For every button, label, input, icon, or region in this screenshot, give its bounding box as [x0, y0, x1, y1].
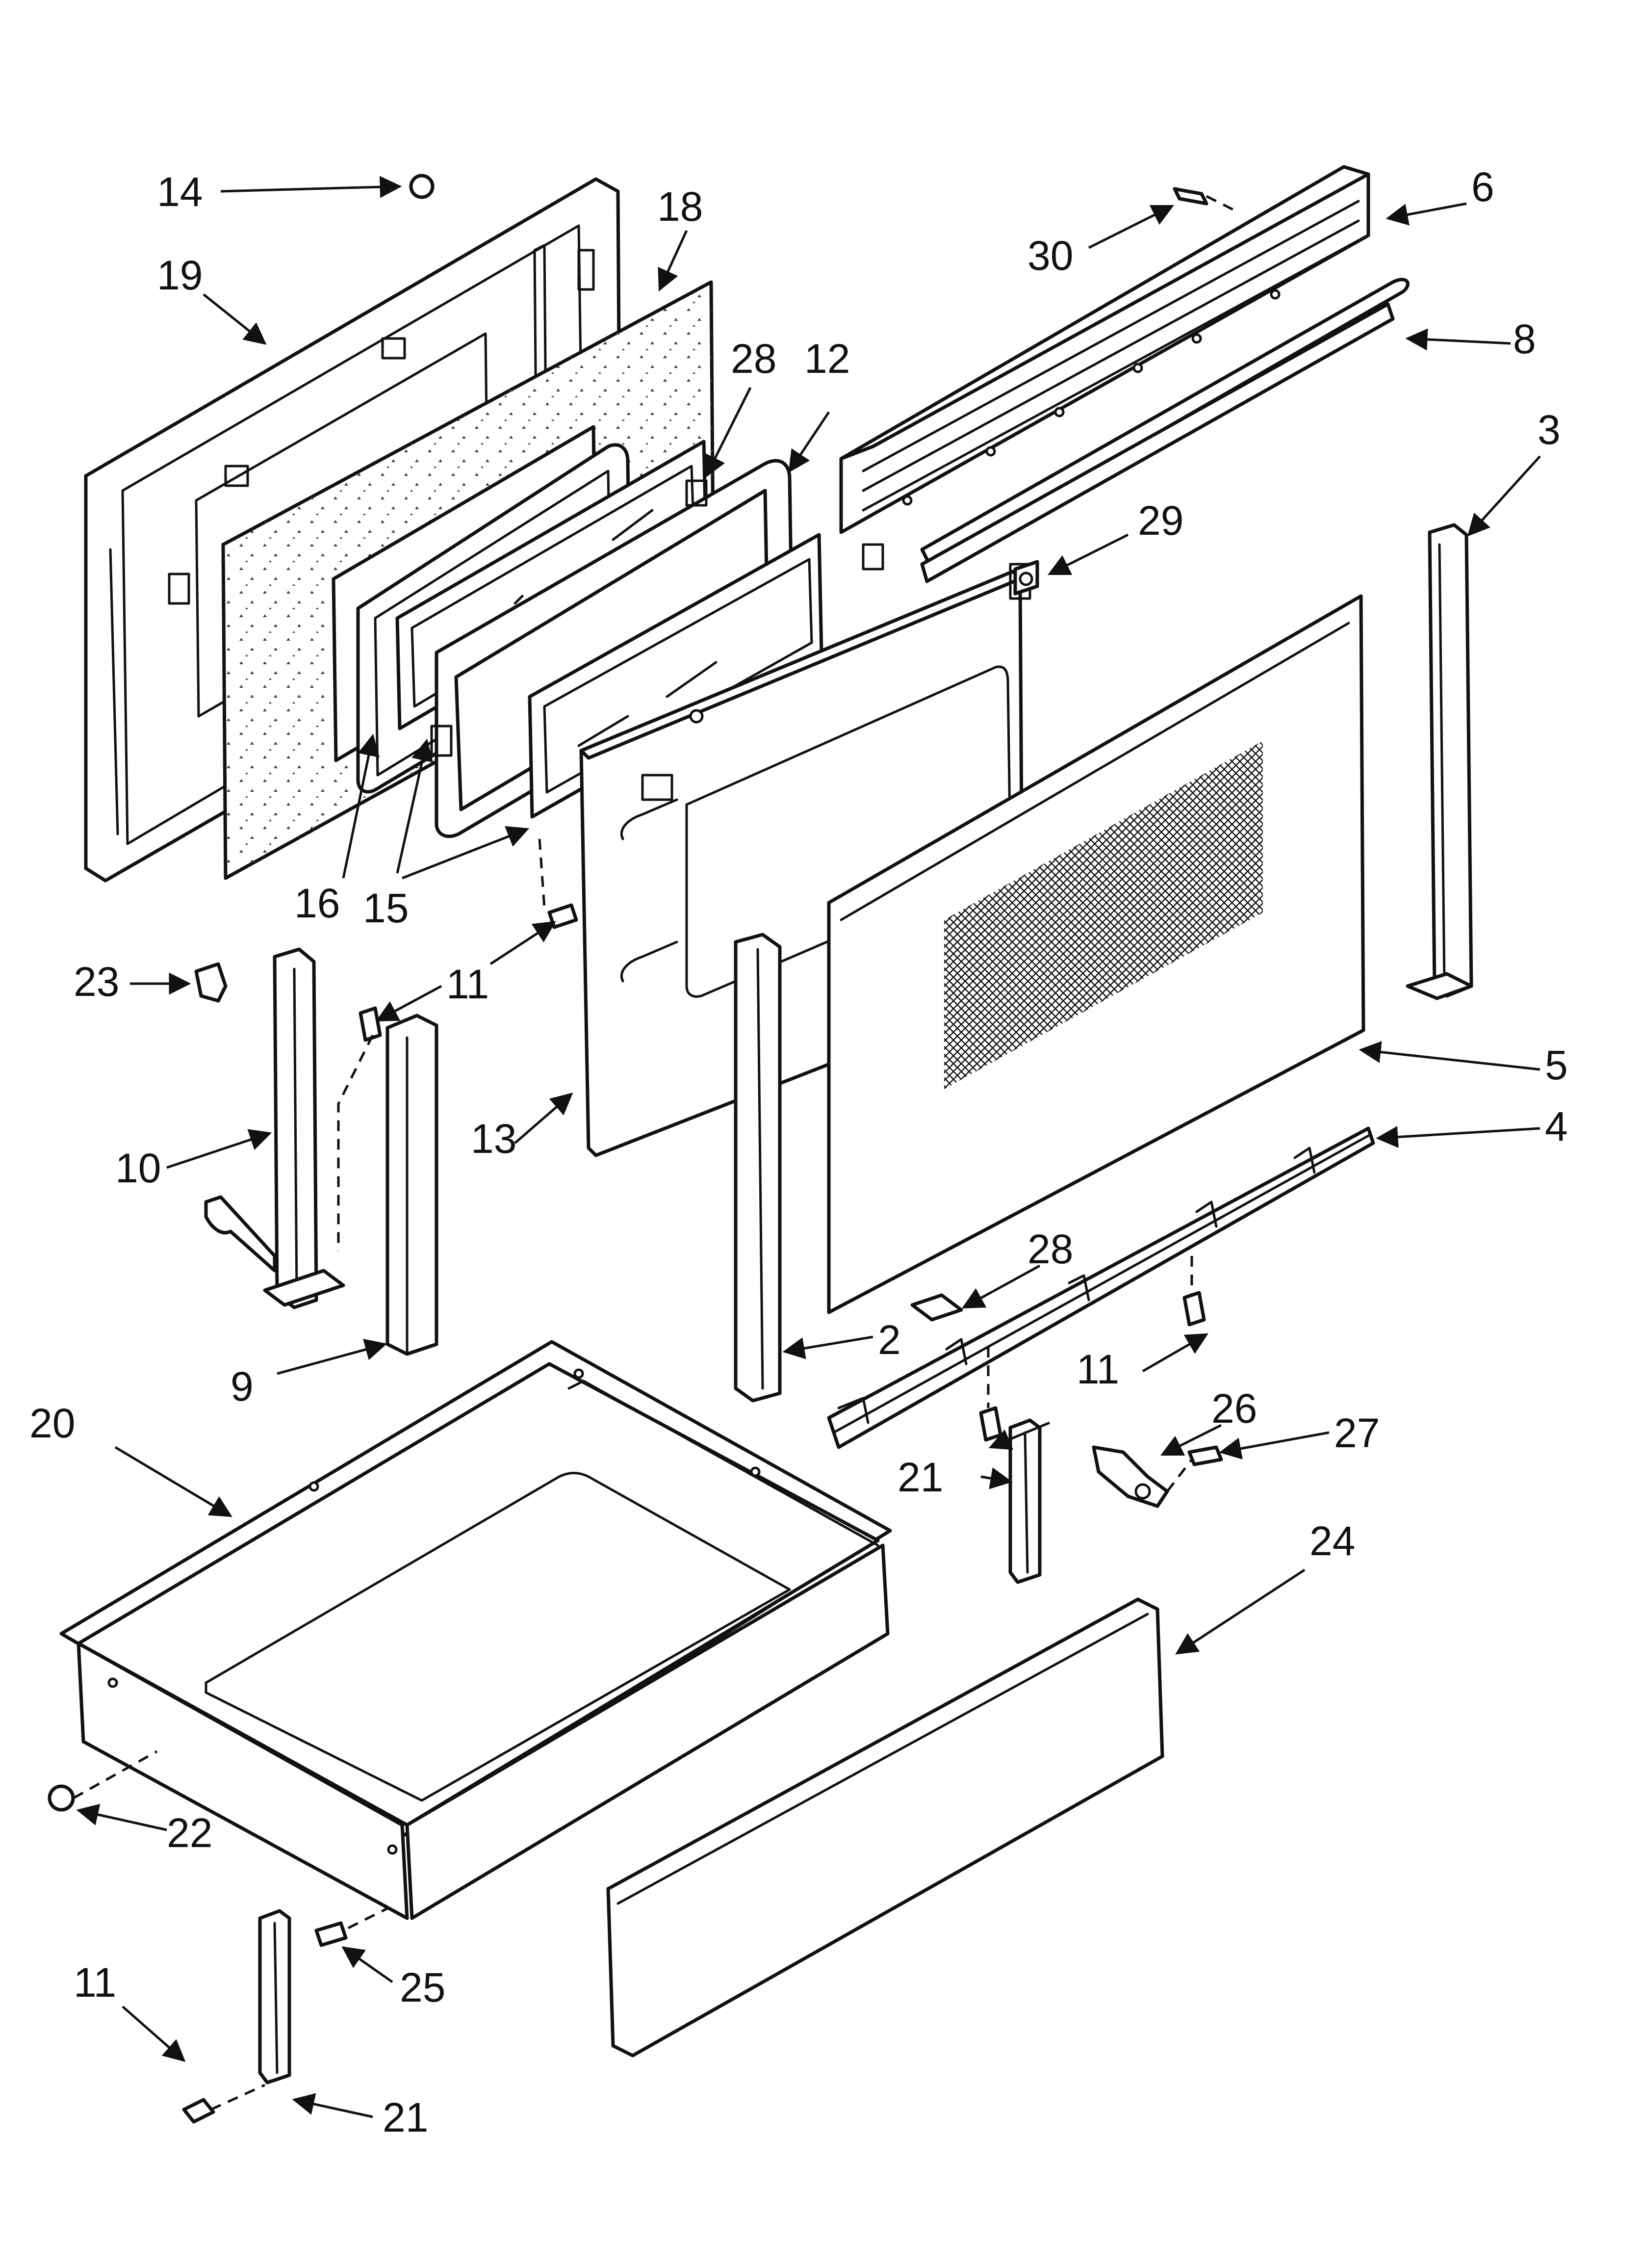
callout-9: 9: [231, 1363, 254, 1409]
callout-19: 19: [157, 252, 203, 298]
side-block-part: [385, 1014, 438, 1356]
callout-3: 3: [1538, 407, 1561, 453]
right-bracket-part: [1008, 1418, 1042, 1584]
screw-11-e: [182, 2098, 215, 2124]
callout-24: 24: [1309, 1518, 1355, 1564]
callout-15: 15: [363, 885, 409, 931]
callout-20: 20: [29, 1400, 75, 1446]
callout-6: 6: [1471, 164, 1494, 210]
callout-11-a: 11: [446, 961, 489, 1007]
control-panel-part: [839, 165, 1370, 571]
assembly-lines: [73, 195, 1237, 2111]
screw-27: [1187, 1445, 1223, 1466]
left-side-trim-part: [734, 933, 782, 1403]
callout-28-bottom: 28: [1027, 1226, 1073, 1272]
callout-11-b: 11: [74, 1959, 116, 2006]
screw-30: [1173, 187, 1208, 206]
bumper-22: [48, 1784, 75, 1812]
callout-25: 25: [400, 1964, 445, 2010]
callout-26: 26: [1211, 1385, 1257, 1432]
drawer-glide-part: [1092, 1445, 1169, 1508]
small-clip-part: [194, 962, 228, 1003]
callout-21-b: 21: [383, 2094, 428, 2140]
callout-5: 5: [1545, 1042, 1568, 1088]
callout-13: 13: [471, 1116, 516, 1162]
screw-25: [314, 1921, 348, 1947]
screw-11-c: [1182, 1291, 1206, 1327]
control-panel-trim-part: [920, 278, 1410, 583]
callout-22: 22: [167, 1810, 212, 1856]
callout-11-c: 11: [1077, 1346, 1119, 1392]
drawer-part: [59, 1340, 892, 1920]
left-bracket-part: [204, 947, 345, 1309]
trim-bracket-part: [1013, 560, 1039, 596]
screw-11-b: [359, 1006, 382, 1042]
callout-21-a: 21: [898, 1454, 943, 1500]
callout-28-top: 28: [731, 336, 776, 382]
lower-bracket-part: [258, 1909, 291, 2085]
leader-arrows: [76, 176, 1541, 2118]
callout-labels: 14 19 18 28 12 30 6 8 3 29 16 15 23 11 1…: [29, 164, 1568, 2140]
callout-10: 10: [115, 1145, 161, 1191]
callout-29: 29: [1138, 497, 1183, 544]
callout-12: 12: [804, 336, 850, 382]
screw-11-d: [979, 1406, 1002, 1442]
callout-8: 8: [1513, 316, 1536, 362]
callout-14: 14: [157, 169, 203, 215]
drawer-front-part: [606, 1597, 1164, 2058]
callout-4: 4: [1545, 1103, 1568, 1149]
callout-18: 18: [657, 183, 703, 230]
callout-30: 30: [1027, 233, 1073, 279]
callout-16: 16: [294, 880, 340, 926]
bumper-14: [409, 174, 435, 199]
callout-2: 2: [878, 1317, 901, 1363]
clip-part: [910, 1293, 963, 1322]
right-side-trim-part: [1406, 523, 1473, 1000]
outer-door-panel-part: [827, 594, 1365, 1314]
callout-23: 23: [74, 959, 119, 1005]
bottom-trim-rail-part: [827, 1126, 1375, 1449]
callout-27: 27: [1334, 1410, 1380, 1456]
